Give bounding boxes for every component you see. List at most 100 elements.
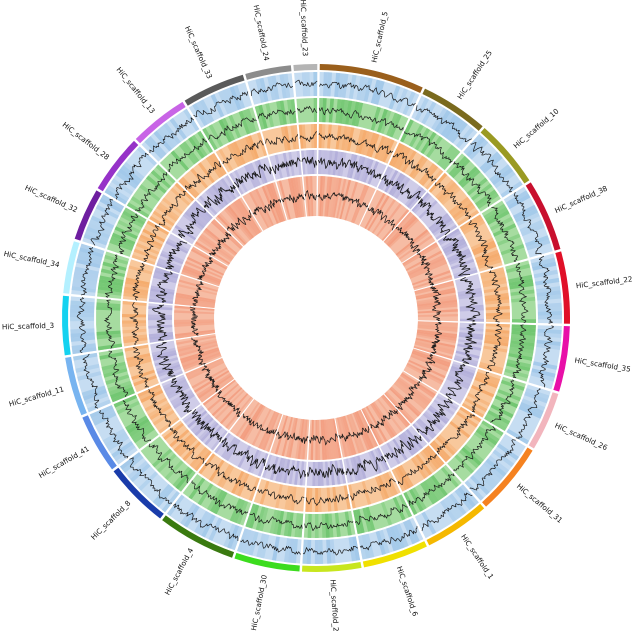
track-2-line — [408, 473, 455, 506]
track-4-line — [271, 157, 301, 175]
track-5-line — [189, 306, 199, 336]
scaffold-block-HiC_scaffold_26 — [528, 392, 559, 449]
track-2-line — [490, 379, 515, 423]
track-3-segment — [318, 124, 398, 164]
scaffold-label: HiC_scaffold_13 — [115, 65, 157, 115]
track-2-segment — [140, 436, 196, 492]
track-5-segment — [185, 358, 235, 403]
track-5-line — [252, 199, 281, 216]
track-3-segment — [298, 123, 317, 149]
track-4-segment — [196, 175, 241, 217]
track-5-line — [430, 286, 442, 322]
scaffold-label: HiC_scaffold_10 — [512, 106, 561, 150]
track-2-segment — [98, 348, 135, 403]
track-3-line — [471, 371, 490, 413]
scaffold-block-HiC_scaffold_34 — [63, 241, 80, 294]
track-5-line — [197, 257, 213, 280]
track-1-line — [90, 199, 114, 246]
track-5-segment — [174, 305, 216, 339]
track-1-line — [294, 79, 318, 87]
track-1-line — [319, 81, 416, 107]
track-1-segment — [302, 536, 361, 565]
track-1-line — [99, 409, 129, 459]
track-layer — [69, 71, 563, 565]
track-1-line — [129, 457, 173, 504]
scaffold-block-HiC_scaffold_3 — [61, 295, 71, 356]
track-3-line — [148, 389, 172, 427]
track-3-segment — [178, 152, 227, 199]
track-1-line — [251, 82, 294, 96]
track-1-line — [173, 503, 239, 542]
track-5-line — [227, 209, 252, 232]
track-5-line — [281, 193, 305, 204]
track-2-line — [118, 213, 139, 255]
track-4-line — [445, 363, 466, 400]
track-2-segment — [202, 107, 260, 151]
track-1-segment — [414, 484, 479, 539]
track-2-line — [249, 512, 303, 529]
scaffold-label: HiC_scaffold_38 — [553, 184, 609, 216]
track-3-line — [487, 323, 503, 371]
track-4-segment — [214, 432, 269, 477]
scaffold-label: HiC_scaffold_5 — [369, 11, 389, 64]
scaffold-label: HiC_scaffold_32 — [24, 183, 79, 214]
track-1-segment — [166, 494, 243, 551]
track-2-line — [404, 131, 453, 164]
scaffold-label: HiC_scaffold_28 — [61, 120, 112, 162]
track-4-line — [317, 157, 382, 180]
track-3-segment — [161, 420, 212, 472]
track-3-segment — [137, 384, 180, 434]
track-3-line — [397, 454, 438, 486]
track-5-segment — [402, 242, 453, 291]
track-1-segment — [73, 352, 111, 413]
track-1-line — [82, 353, 100, 409]
track-4-line — [307, 464, 345, 479]
scaffold-block-HiC_scaffold_30 — [234, 552, 300, 572]
track-2-line — [453, 426, 496, 472]
track-1-segment — [69, 296, 97, 355]
track-4-segment — [148, 267, 179, 304]
track-4-line — [191, 409, 222, 442]
track-2-line — [148, 443, 189, 484]
track-3-segment — [348, 470, 401, 509]
track-5-segment — [361, 394, 411, 446]
track-3-line — [222, 140, 264, 164]
track-3-line — [436, 414, 475, 455]
scaffold-block-HiC_scaffold_28 — [97, 140, 139, 192]
track-5-line — [191, 337, 206, 365]
track-2-line — [491, 206, 519, 262]
track-1-line — [193, 91, 249, 118]
track-3-segment — [122, 300, 148, 347]
track-2-segment — [303, 510, 356, 539]
track-3-segment — [388, 142, 444, 190]
track-1-segment — [237, 528, 302, 564]
track-5-line — [419, 353, 436, 382]
scaffold-label: HiC_scaffold_23 — [299, 0, 310, 56]
track-5-line — [417, 253, 435, 286]
track-2-line — [122, 400, 151, 442]
track-5-segment — [303, 175, 317, 217]
track-3-segment — [391, 445, 445, 492]
track-1-line — [149, 117, 194, 154]
scaffold-block-HiC_scaffold_13 — [135, 101, 186, 144]
track-3-segment — [305, 485, 351, 513]
scaffold-label: HiC_scaffold_8 — [89, 498, 133, 541]
scaffold-block-HiC_scaffold_35 — [553, 326, 570, 392]
track-5-line — [217, 390, 241, 417]
track-1-segment — [89, 405, 138, 465]
track-1-line — [538, 325, 554, 388]
track-2-line — [134, 171, 168, 212]
track-4-line — [384, 435, 422, 460]
track-2-line — [512, 324, 527, 379]
track-4-line — [233, 163, 273, 188]
track-3-line — [318, 133, 394, 155]
track-3-segment — [198, 453, 260, 502]
track-2-segment — [447, 420, 504, 482]
scaffold-label: HiC_scaffold_33 — [183, 25, 214, 81]
track-2-segment — [481, 200, 528, 265]
scaffold-label: HiC_scaffold_34 — [3, 249, 61, 269]
track-2-line — [453, 161, 492, 207]
track-1-segment — [528, 325, 562, 390]
track-5-line — [395, 226, 421, 254]
scaffold-block-HiC_scaffold_4 — [162, 515, 235, 558]
